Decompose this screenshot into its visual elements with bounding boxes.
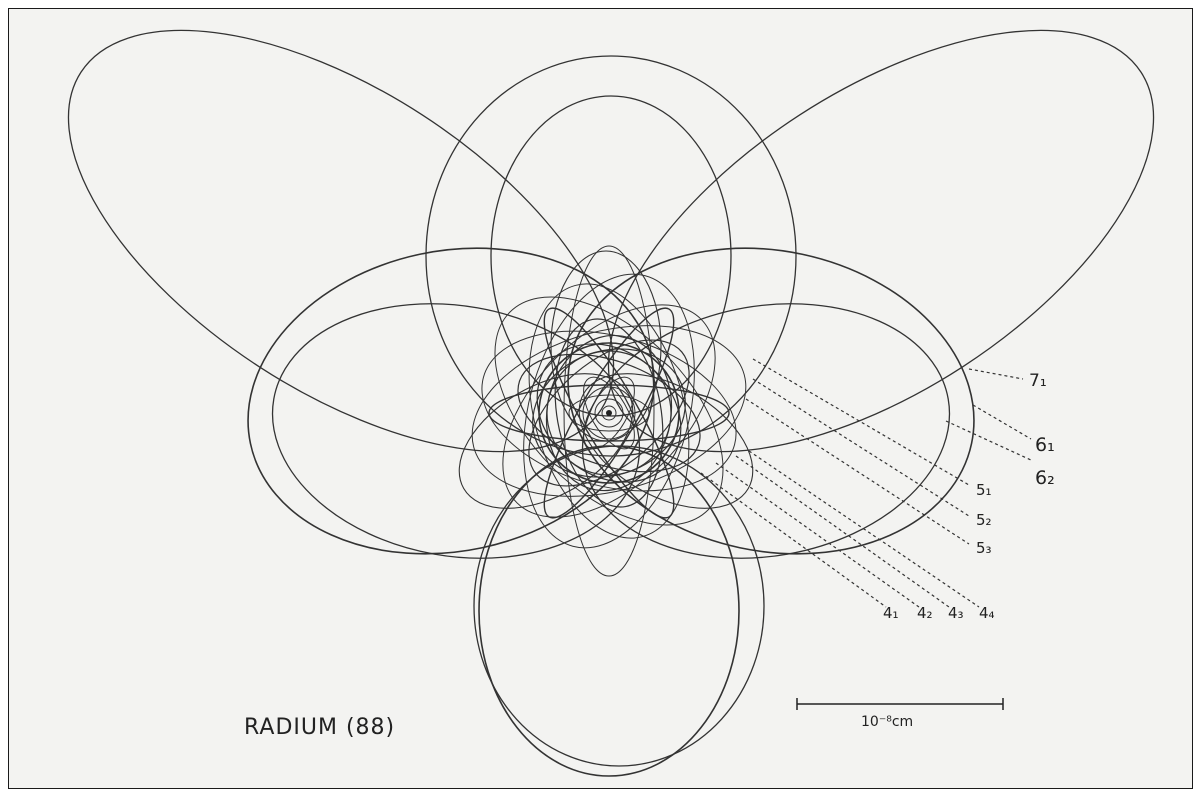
label-4-2: 4₂ xyxy=(917,604,933,622)
label-4-3: 4₃ xyxy=(948,604,964,622)
scale-bar-label: 10⁻⁸cm xyxy=(861,714,913,730)
scale-bar xyxy=(797,698,1003,710)
label-6-2: 6₂ xyxy=(1035,467,1055,489)
label-5-2: 5₂ xyxy=(976,511,992,529)
label-7-1: 7₁ xyxy=(1029,371,1047,391)
label-6-1: 6₁ xyxy=(1035,434,1055,456)
label-5-3: 5₃ xyxy=(976,539,992,557)
diagram-title: RADIUM (88) xyxy=(244,715,395,740)
nucleus xyxy=(606,410,612,416)
label-4-1: 4₁ xyxy=(883,604,899,622)
label-5-1: 5₁ xyxy=(976,481,992,499)
orbit-7-1 xyxy=(9,9,1193,536)
radium-atom-orbit-diagram: 7₁ 6₁ 6₂ 5₁ 5₂ 5₃ 4₁ 4₂ 4₃ 4₄ 10⁻⁸cm RAD… xyxy=(9,9,1193,789)
label-4-4: 4₄ xyxy=(979,604,995,622)
diagram-frame: 7₁ 6₁ 6₂ 5₁ 5₂ 5₃ 4₁ 4₂ 4₃ 4₄ 10⁻⁸cm RAD… xyxy=(8,8,1193,789)
